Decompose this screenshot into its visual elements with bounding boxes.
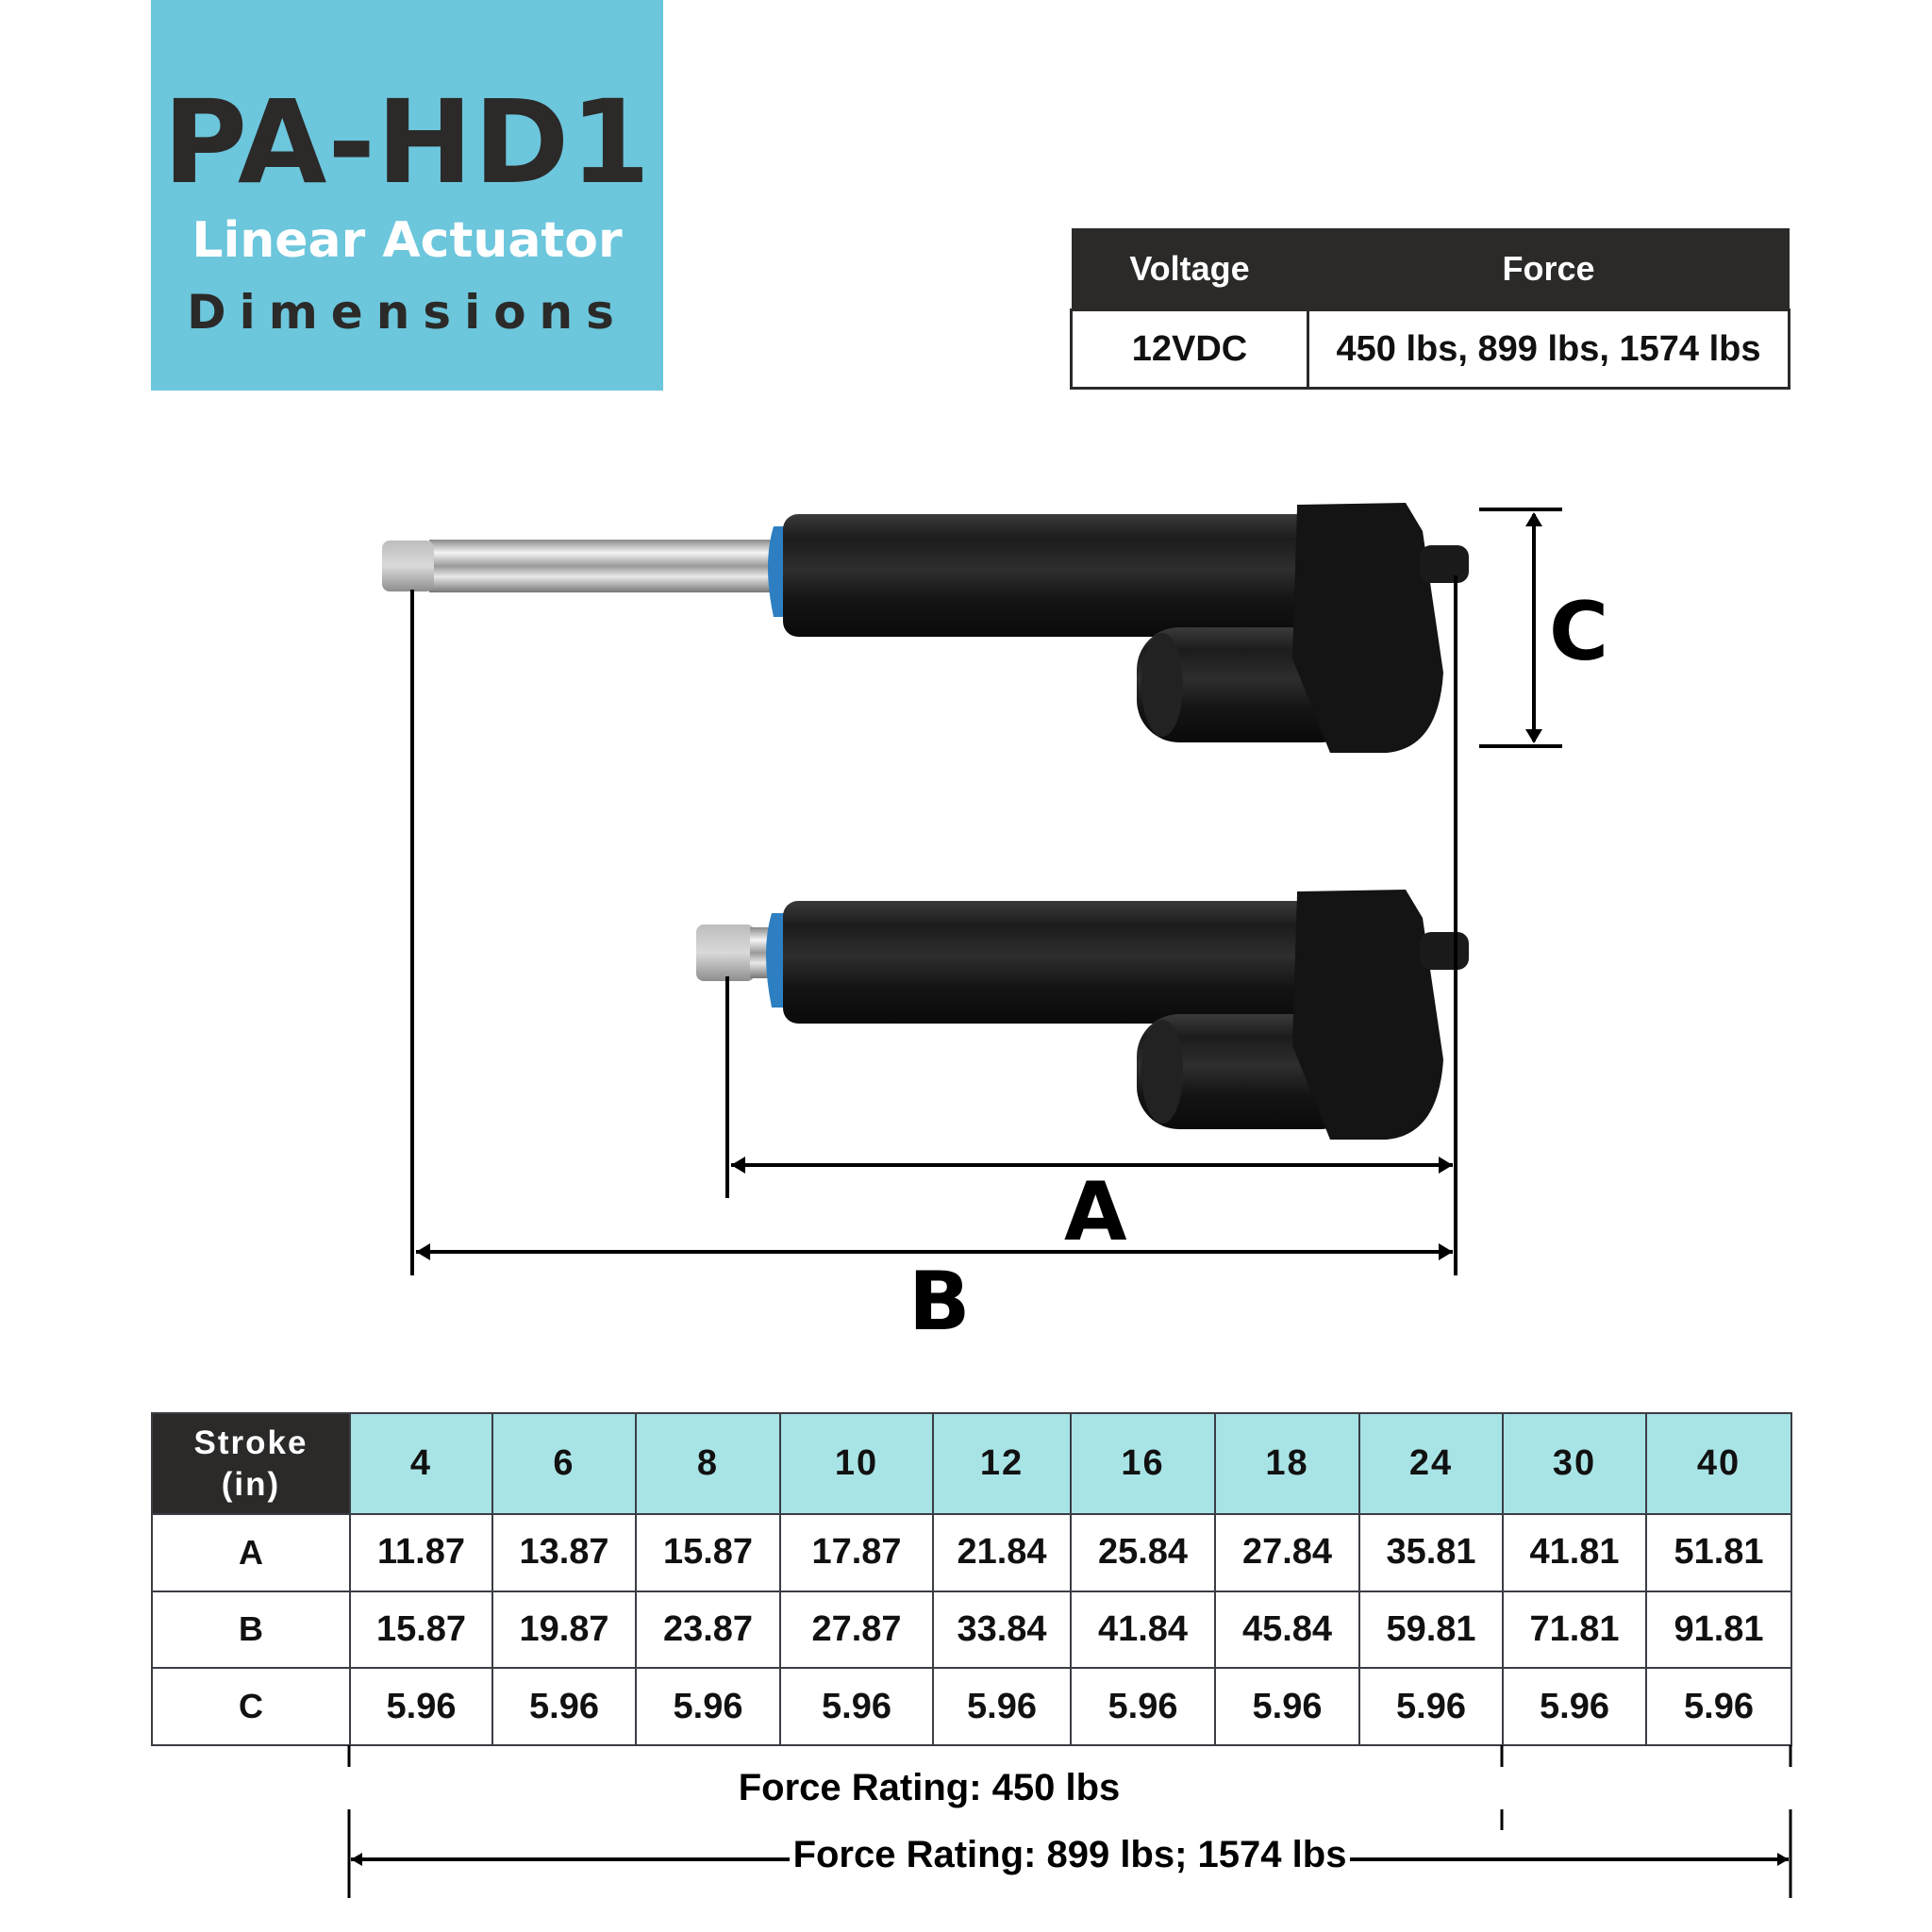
- table-row-b: B 15.87 19.87 23.87 27.87 33.84 41.84 45…: [151, 1590, 1792, 1670]
- table-cell: 13.87: [491, 1513, 637, 1592]
- table-cell: 5.96: [1214, 1667, 1360, 1746]
- dimension-label-a: A: [1064, 1165, 1127, 1259]
- subtitle: Linear Actuator: [192, 212, 623, 269]
- force-rating-ranges: [347, 1745, 1792, 1898]
- actuator-diagram: [382, 503, 1562, 1275]
- table-cell: 5.96: [932, 1667, 1072, 1746]
- table-cell: 45.84: [1214, 1590, 1360, 1670]
- stroke-header: 4: [349, 1412, 493, 1515]
- table-cell: 33.84: [932, 1590, 1072, 1670]
- row-label: A: [151, 1513, 351, 1592]
- stroke-header: 6: [491, 1412, 637, 1515]
- stroke-header: 12: [932, 1412, 1072, 1515]
- table-cell: 41.81: [1502, 1513, 1647, 1592]
- table-cell: 5.96: [491, 1667, 637, 1746]
- spec-table: Voltage Force 12VDC 450 lbs, 899 lbs, 15…: [1070, 228, 1790, 390]
- retracted-actuator: [696, 890, 1469, 1140]
- model-name: PA-HD1: [162, 75, 652, 209]
- row-label: C: [151, 1667, 351, 1746]
- table-cell: 17.87: [779, 1513, 934, 1592]
- table-cell: 21.84: [932, 1513, 1072, 1592]
- table-cell: 5.96: [349, 1667, 493, 1746]
- dimension-label-b: B: [908, 1255, 971, 1349]
- dimension-label-c: C: [1549, 585, 1609, 679]
- title-block: PA-HD1 Linear Actuator Dimensions: [151, 0, 663, 391]
- stroke-header: 10: [779, 1412, 934, 1515]
- stroke-unit: (in): [221, 1465, 281, 1503]
- row-label: B: [151, 1590, 351, 1670]
- table-cell: 41.84: [1070, 1590, 1216, 1670]
- table-cell: 5.96: [1358, 1667, 1504, 1746]
- stroke-header: 30: [1502, 1412, 1647, 1515]
- table-cell: 91.81: [1645, 1590, 1792, 1670]
- stroke-corner-header: Stroke (in): [151, 1412, 351, 1515]
- spec-header-voltage: Voltage: [1071, 228, 1308, 310]
- stroke-header: 8: [635, 1412, 781, 1515]
- table-cell: 5.96: [1070, 1667, 1216, 1746]
- table-row-c: C 5.96 5.96 5.96 5.96 5.96 5.96 5.96 5.9…: [151, 1667, 1792, 1746]
- table-cell: 15.87: [349, 1590, 493, 1670]
- table-cell: 5.96: [1645, 1667, 1792, 1746]
- extended-actuator: [382, 503, 1469, 753]
- table-cell: 15.87: [635, 1513, 781, 1592]
- spec-force-value: 450 lbs, 899 lbs, 1574 lbs: [1307, 308, 1790, 390]
- table-cell: 5.96: [779, 1667, 934, 1746]
- stroke-header: 18: [1214, 1412, 1360, 1515]
- table-cell: 23.87: [635, 1590, 781, 1670]
- table-cell: 71.81: [1502, 1590, 1647, 1670]
- table-cell: 25.84: [1070, 1513, 1216, 1592]
- subtitle-dimensions: Dimensions: [187, 285, 627, 340]
- table-cell: 5.96: [635, 1667, 781, 1746]
- stroke-header: 24: [1358, 1412, 1504, 1515]
- stroke-header: 40: [1645, 1412, 1792, 1515]
- table-cell: 51.81: [1645, 1513, 1792, 1592]
- table-cell: 27.84: [1214, 1513, 1360, 1592]
- table-cell: 11.87: [349, 1513, 493, 1592]
- table-cell: 59.81: [1358, 1590, 1504, 1670]
- table-cell: 19.87: [491, 1590, 637, 1670]
- stroke-header-row: Stroke (in) 4 6 8 10 12 16 18 24 30 40: [151, 1412, 1792, 1515]
- spec-voltage-value: 12VDC: [1070, 308, 1309, 390]
- dimension-arrowheads: [416, 512, 1542, 1260]
- dimensions-table: Stroke (in) 4 6 8 10 12 16 18 24 30 40 A…: [151, 1412, 1792, 1746]
- stroke-label: Stroke: [193, 1424, 308, 1461]
- dimension-lines: [410, 508, 1562, 1275]
- table-row-a: A 11.87 13.87 15.87 17.87 21.84 25.84 27…: [151, 1513, 1792, 1592]
- spec-header-force: Force: [1307, 228, 1790, 310]
- stroke-header: 16: [1070, 1412, 1216, 1515]
- table-cell: 35.81: [1358, 1513, 1504, 1592]
- table-cell: 27.87: [779, 1590, 934, 1670]
- table-cell: 5.96: [1502, 1667, 1647, 1746]
